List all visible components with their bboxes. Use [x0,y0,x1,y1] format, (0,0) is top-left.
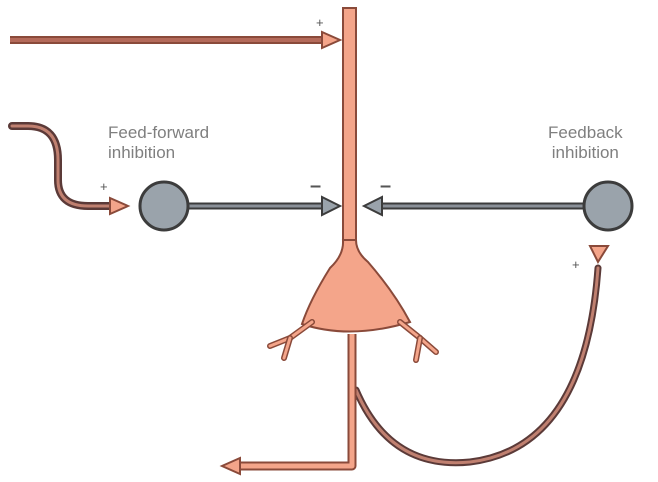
feedforward-label-line1: Feed-forward [108,123,210,142]
fb-inhibitory-synapse [361,195,383,217]
feedforward-inhibition-label: Feed-forward inhibition [108,123,209,163]
feedback-interneuron-axon [361,195,586,217]
apical-dendrite [342,7,357,259]
recurrent-collateral [352,245,610,467]
top-excitatory-input [10,30,343,50]
fb-inhibitory-sign: – [380,175,392,197]
feedback-label-line2: inhibition [551,143,619,162]
soma [300,239,412,333]
feedback-interneuron [582,180,634,232]
feedback-inhibition-label: Feedback inhibition [548,123,623,163]
feedforward-excitatory-input [8,122,131,216]
feedforward-label-line2: inhibition [108,143,176,162]
feedforward-interneuron-axon [186,195,343,217]
feedback-label-line1: Feedback [548,123,623,142]
feedforward-interneuron [138,180,190,232]
top-excitatory-sign: + [316,15,324,30]
ff-inhibitory-synapse [321,195,343,217]
ff-input-synapse-terminal [109,196,131,216]
axon-output-arrow [219,456,241,476]
ff-inhibitory-sign: – [310,175,322,197]
pyramidal-neuron [219,7,439,476]
ff-excitatory-sign: + [100,179,108,194]
top-synapse-terminal [321,30,343,50]
fb-excitatory-sign: + [572,257,580,272]
fb-input-synapse-terminal [588,245,610,265]
